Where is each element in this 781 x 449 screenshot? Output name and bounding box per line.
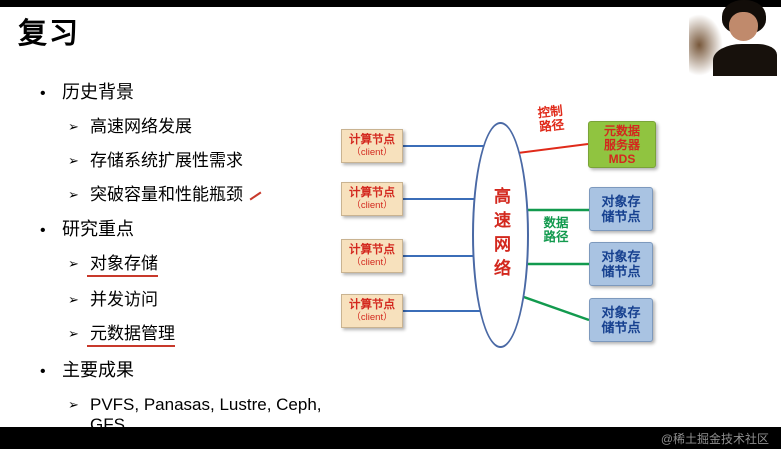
outline-item: ➢ 元数据管理 <box>68 324 340 347</box>
client-name: 计算节点 <box>349 187 395 199</box>
storage-node: 对象存 储节点 <box>589 187 653 231</box>
outline-text: 对象存储 <box>87 254 158 277</box>
webcam-person-face <box>729 12 758 41</box>
outline-text: 研究重点 <box>62 219 134 239</box>
bullet-icon: • <box>40 222 46 239</box>
arrow-bullet-icon: ➢ <box>68 187 79 202</box>
control-path-label: 控制路径 <box>537 103 565 135</box>
high-speed-network-node: 高速网络 <box>472 122 529 348</box>
client-name: 计算节点 <box>349 134 395 146</box>
outline-item: ➢ 存储系统扩展性需求 <box>68 151 340 172</box>
outline-text: 历史背景 <box>62 82 134 102</box>
arrow-bullet-icon: ➢ <box>68 292 79 307</box>
outline-item: • 研究重点 <box>40 219 340 241</box>
client-node: 计算节点 （client） <box>341 239 403 273</box>
arrow-bullet-icon: ➢ <box>68 326 79 341</box>
outline-item: ➢ 对象存储 <box>68 254 340 277</box>
arrow-bullet-icon: ➢ <box>68 256 79 271</box>
outline-text: 高速网络发展 <box>90 117 192 136</box>
bullet-icon: • <box>40 363 46 380</box>
client-name: 计算节点 <box>349 244 395 256</box>
outline-text: 主要成果 <box>62 360 134 380</box>
data-path-label: 数据路径 <box>543 216 569 244</box>
arrow-bullet-icon: ➢ <box>68 153 79 168</box>
outline-item: ➢ 高速网络发展 <box>68 117 340 138</box>
client-sub: （client） <box>351 200 393 211</box>
client-sub: （client） <box>351 147 393 158</box>
bottom-bar: @稀土掘金技术社区 <box>0 427 781 449</box>
bullet-icon: • <box>40 85 46 102</box>
client-node: 计算节点 （client） <box>341 294 403 328</box>
storage-node: 对象存 储节点 <box>589 298 653 342</box>
outline-item: • 主要成果 <box>40 360 340 382</box>
client-node: 计算节点 （client） <box>341 129 403 163</box>
client-name: 计算节点 <box>349 299 395 311</box>
watermark: @稀土掘金技术社区 <box>660 431 769 446</box>
outline-text: 元数据管理 <box>87 324 175 347</box>
outline-text: 突破容量和性能瓶颈 <box>90 185 243 204</box>
client-sub: （client） <box>351 257 393 268</box>
arrow-bullet-icon: ➢ <box>68 119 79 134</box>
webcam-overlay <box>689 0 781 76</box>
pen-mark <box>249 191 262 201</box>
arrow-bullet-icon: ➢ <box>68 397 79 412</box>
outline-item: • 历史背景 <box>40 82 340 104</box>
outline-item: ➢ 并发访问 <box>68 290 340 311</box>
outline-list: • 历史背景 ➢ 高速网络发展 ➢ 存储系统扩展性需求 ➢ 突破容量和性能瓶颈 … <box>40 82 340 448</box>
slide-title: 复习 <box>18 18 81 50</box>
mds-node: 元数据 服务器 MDS <box>588 121 656 168</box>
webcam-person-body <box>713 44 777 76</box>
outline-item: ➢ 突破容量和性能瓶颈 <box>68 185 340 206</box>
client-node: 计算节点 （client） <box>341 182 403 216</box>
storage-node: 对象存 储节点 <box>589 242 653 286</box>
client-sub: （client） <box>351 312 393 323</box>
outline-text: 并发访问 <box>90 290 158 309</box>
network-label: 高速网络 <box>491 187 510 283</box>
outline-text: 存储系统扩展性需求 <box>90 151 243 170</box>
